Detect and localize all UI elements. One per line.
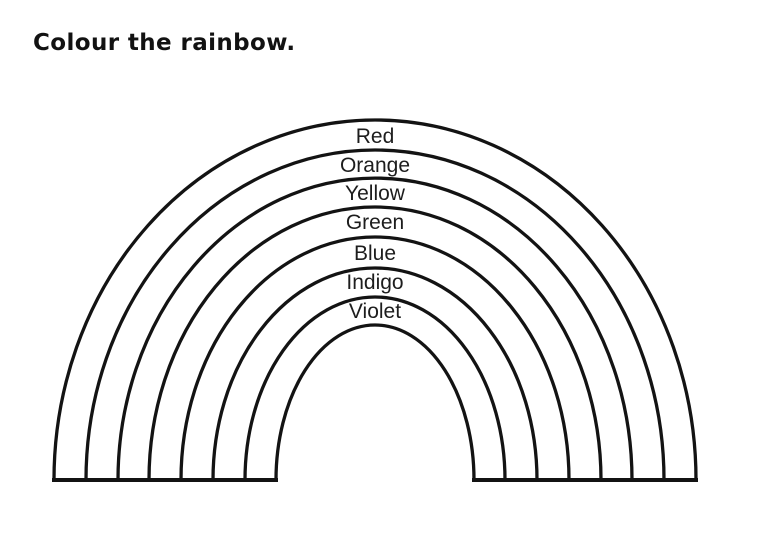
rainbow-arc-7 xyxy=(243,295,507,482)
band-label-violet: Violet xyxy=(349,300,401,323)
rainbow-arc-6 xyxy=(211,266,539,482)
rainbow-arc-outer xyxy=(52,118,698,482)
rainbow-arc-4 xyxy=(147,205,603,482)
band-label-orange: Orange xyxy=(340,154,410,177)
band-label-green: Green xyxy=(346,211,404,234)
rainbow-arc-2 xyxy=(84,148,666,482)
worksheet-title: Colour the rainbow. xyxy=(33,30,296,56)
band-label-blue: Blue xyxy=(354,242,396,265)
band-label-red: Red xyxy=(356,125,395,148)
band-label-indigo: Indigo xyxy=(346,271,403,294)
rainbow-arc-inner xyxy=(274,323,476,482)
rainbow-arc-3 xyxy=(116,176,634,482)
band-label-yellow: Yellow xyxy=(345,182,406,205)
rainbow-arc-5 xyxy=(179,235,571,482)
